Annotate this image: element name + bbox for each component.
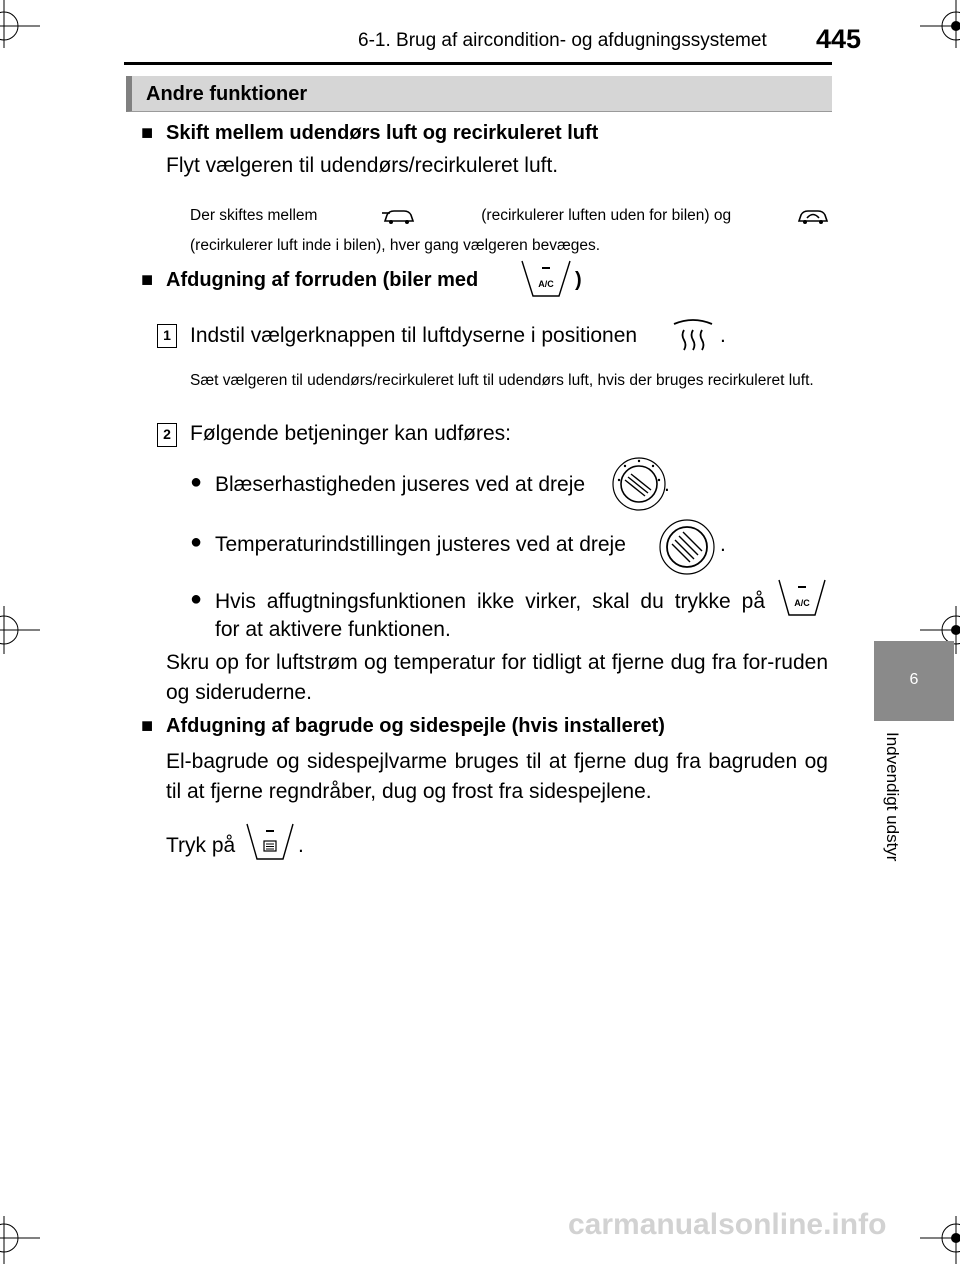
chapter-label: Indvendigt udstyr	[883, 732, 902, 862]
square-bullet: ■	[141, 269, 154, 291]
subheading-close-paren: )	[575, 269, 582, 291]
round-bullet: ●	[190, 471, 203, 493]
page-number: 445	[816, 24, 862, 54]
section-heading-title: Andre funktioner	[146, 83, 308, 105]
section-heading-bar: Andre funktioner	[126, 76, 832, 112]
square-bullet: ■	[141, 715, 154, 737]
bullet-fan-speed-end: .	[664, 473, 670, 496]
ac-button-icon: A/C	[778, 579, 826, 616]
outside-air-icon	[382, 210, 415, 224]
bullet-temperature-end: .	[720, 533, 726, 556]
bullet-dehumidify-line1: Hvis affugtningsfunktionen ikke virker, …	[215, 590, 765, 613]
step-2-text: Følgende betjeninger kan udføres:	[190, 422, 512, 445]
subheading-windshield-defog: Afdugning af forruden (biler med	[166, 269, 479, 291]
bullet-fan-speed: Blæserhastigheden juseres ved at dreje	[215, 473, 586, 496]
windshield-defrost-vent-icon	[673, 319, 713, 351]
square-bullet: ■	[141, 122, 154, 144]
note-text: (recirkulerer luft inde i bilen), hver g…	[190, 237, 601, 254]
running-header-title: 6-1. Brug af aircondition- og afdugnings…	[358, 30, 767, 51]
note-paragraph: Der skiftes mellem (recirkulerer luften …	[190, 205, 830, 257]
subheading-rear-defog: Afdugning af bagrude og sidespejle (hvis…	[166, 715, 665, 737]
step-1-note: Sæt vælgeren til udendørs/recirkuleret l…	[190, 372, 814, 389]
temperature-dial-icon	[659, 519, 715, 575]
subheading-outside-recirculated: Skift mellem udendørs luft og recirkuler…	[166, 122, 599, 144]
round-bullet: ●	[190, 531, 203, 553]
press-text: Tryk på	[166, 834, 236, 857]
bullet-temperature: Temperaturindstillingen justeres ved at …	[215, 533, 626, 556]
note-text: Der skiftes mellem	[190, 207, 318, 224]
crop-mark-icon	[920, 606, 960, 654]
fan-speed-dial-icon	[612, 457, 666, 511]
step-1-text: Indstil vælgerknappen til luftdyserne i …	[190, 324, 638, 347]
step-number-1: 1	[157, 324, 177, 348]
rear-defogger-button-icon	[246, 823, 294, 860]
crop-mark-icon	[920, 1216, 960, 1264]
header-divider	[124, 62, 832, 65]
step-number-2: 2	[157, 423, 177, 447]
recirculated-air-icon	[797, 210, 829, 224]
instruction-text: Flyt vælgeren til udendørs/recirkuleret …	[166, 154, 559, 177]
press-end: .	[298, 834, 304, 857]
svg-text:A/C: A/C	[794, 598, 810, 608]
windshield-paragraph: Skru op for luftstrøm og temperatur for …	[166, 651, 828, 704]
crop-mark-icon	[0, 0, 40, 48]
ac-button-icon: A/C	[521, 260, 571, 297]
round-bullet: ●	[190, 588, 203, 610]
chapter-tab: 6	[874, 641, 954, 721]
watermark: carmanualsonline.info	[568, 1208, 887, 1241]
rear-defog-paragraph: El-bagrude og sidespejlvarme bruges til …	[166, 750, 828, 803]
note-text: (recirkulerer luften uden for bilen) og	[481, 207, 732, 224]
crop-mark-icon	[0, 606, 40, 654]
crop-mark-icon	[920, 0, 960, 48]
svg-text:A/C: A/C	[538, 279, 554, 289]
chapter-number: 6	[909, 671, 919, 688]
crop-mark-icon	[0, 1216, 40, 1264]
bullet-dehumidify-line2: for at aktivere funktionen.	[215, 618, 451, 641]
step-1-end: .	[720, 324, 726, 347]
